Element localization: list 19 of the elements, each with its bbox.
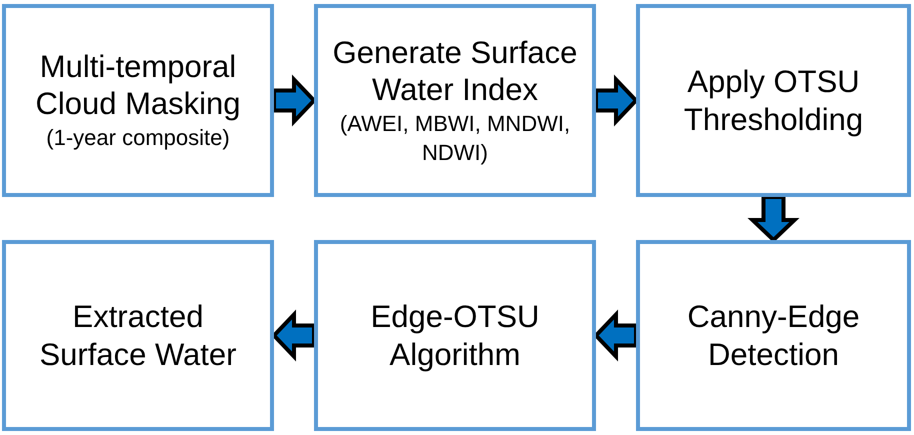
step-label: Edge-OTSU Algorithm (370, 298, 540, 373)
step-label: Apply OTSU Thresholding (682, 63, 864, 138)
process-box (2, 240, 274, 431)
block-arrow (271, 310, 316, 362)
process-box (636, 240, 911, 431)
block-arrow (748, 195, 800, 243)
block-arrow (594, 74, 639, 126)
process-box (636, 4, 911, 197)
step-note: (1-year composite) (46, 124, 230, 152)
process-box (314, 4, 596, 197)
block-arrow (593, 310, 638, 362)
step-label: Canny-Edge Detection (686, 298, 861, 373)
step-label: Extracted Surface Water (38, 298, 238, 373)
block-arrow (272, 74, 317, 126)
process-box (2, 4, 274, 197)
step-label: Multi-temporal Cloud Masking (34, 48, 242, 122)
step-note: (AWEI, MBWI, MNDWI, NDWI) (338, 110, 572, 167)
step-label: Generate Surface Water Index (332, 34, 578, 108)
process-box (314, 240, 596, 431)
